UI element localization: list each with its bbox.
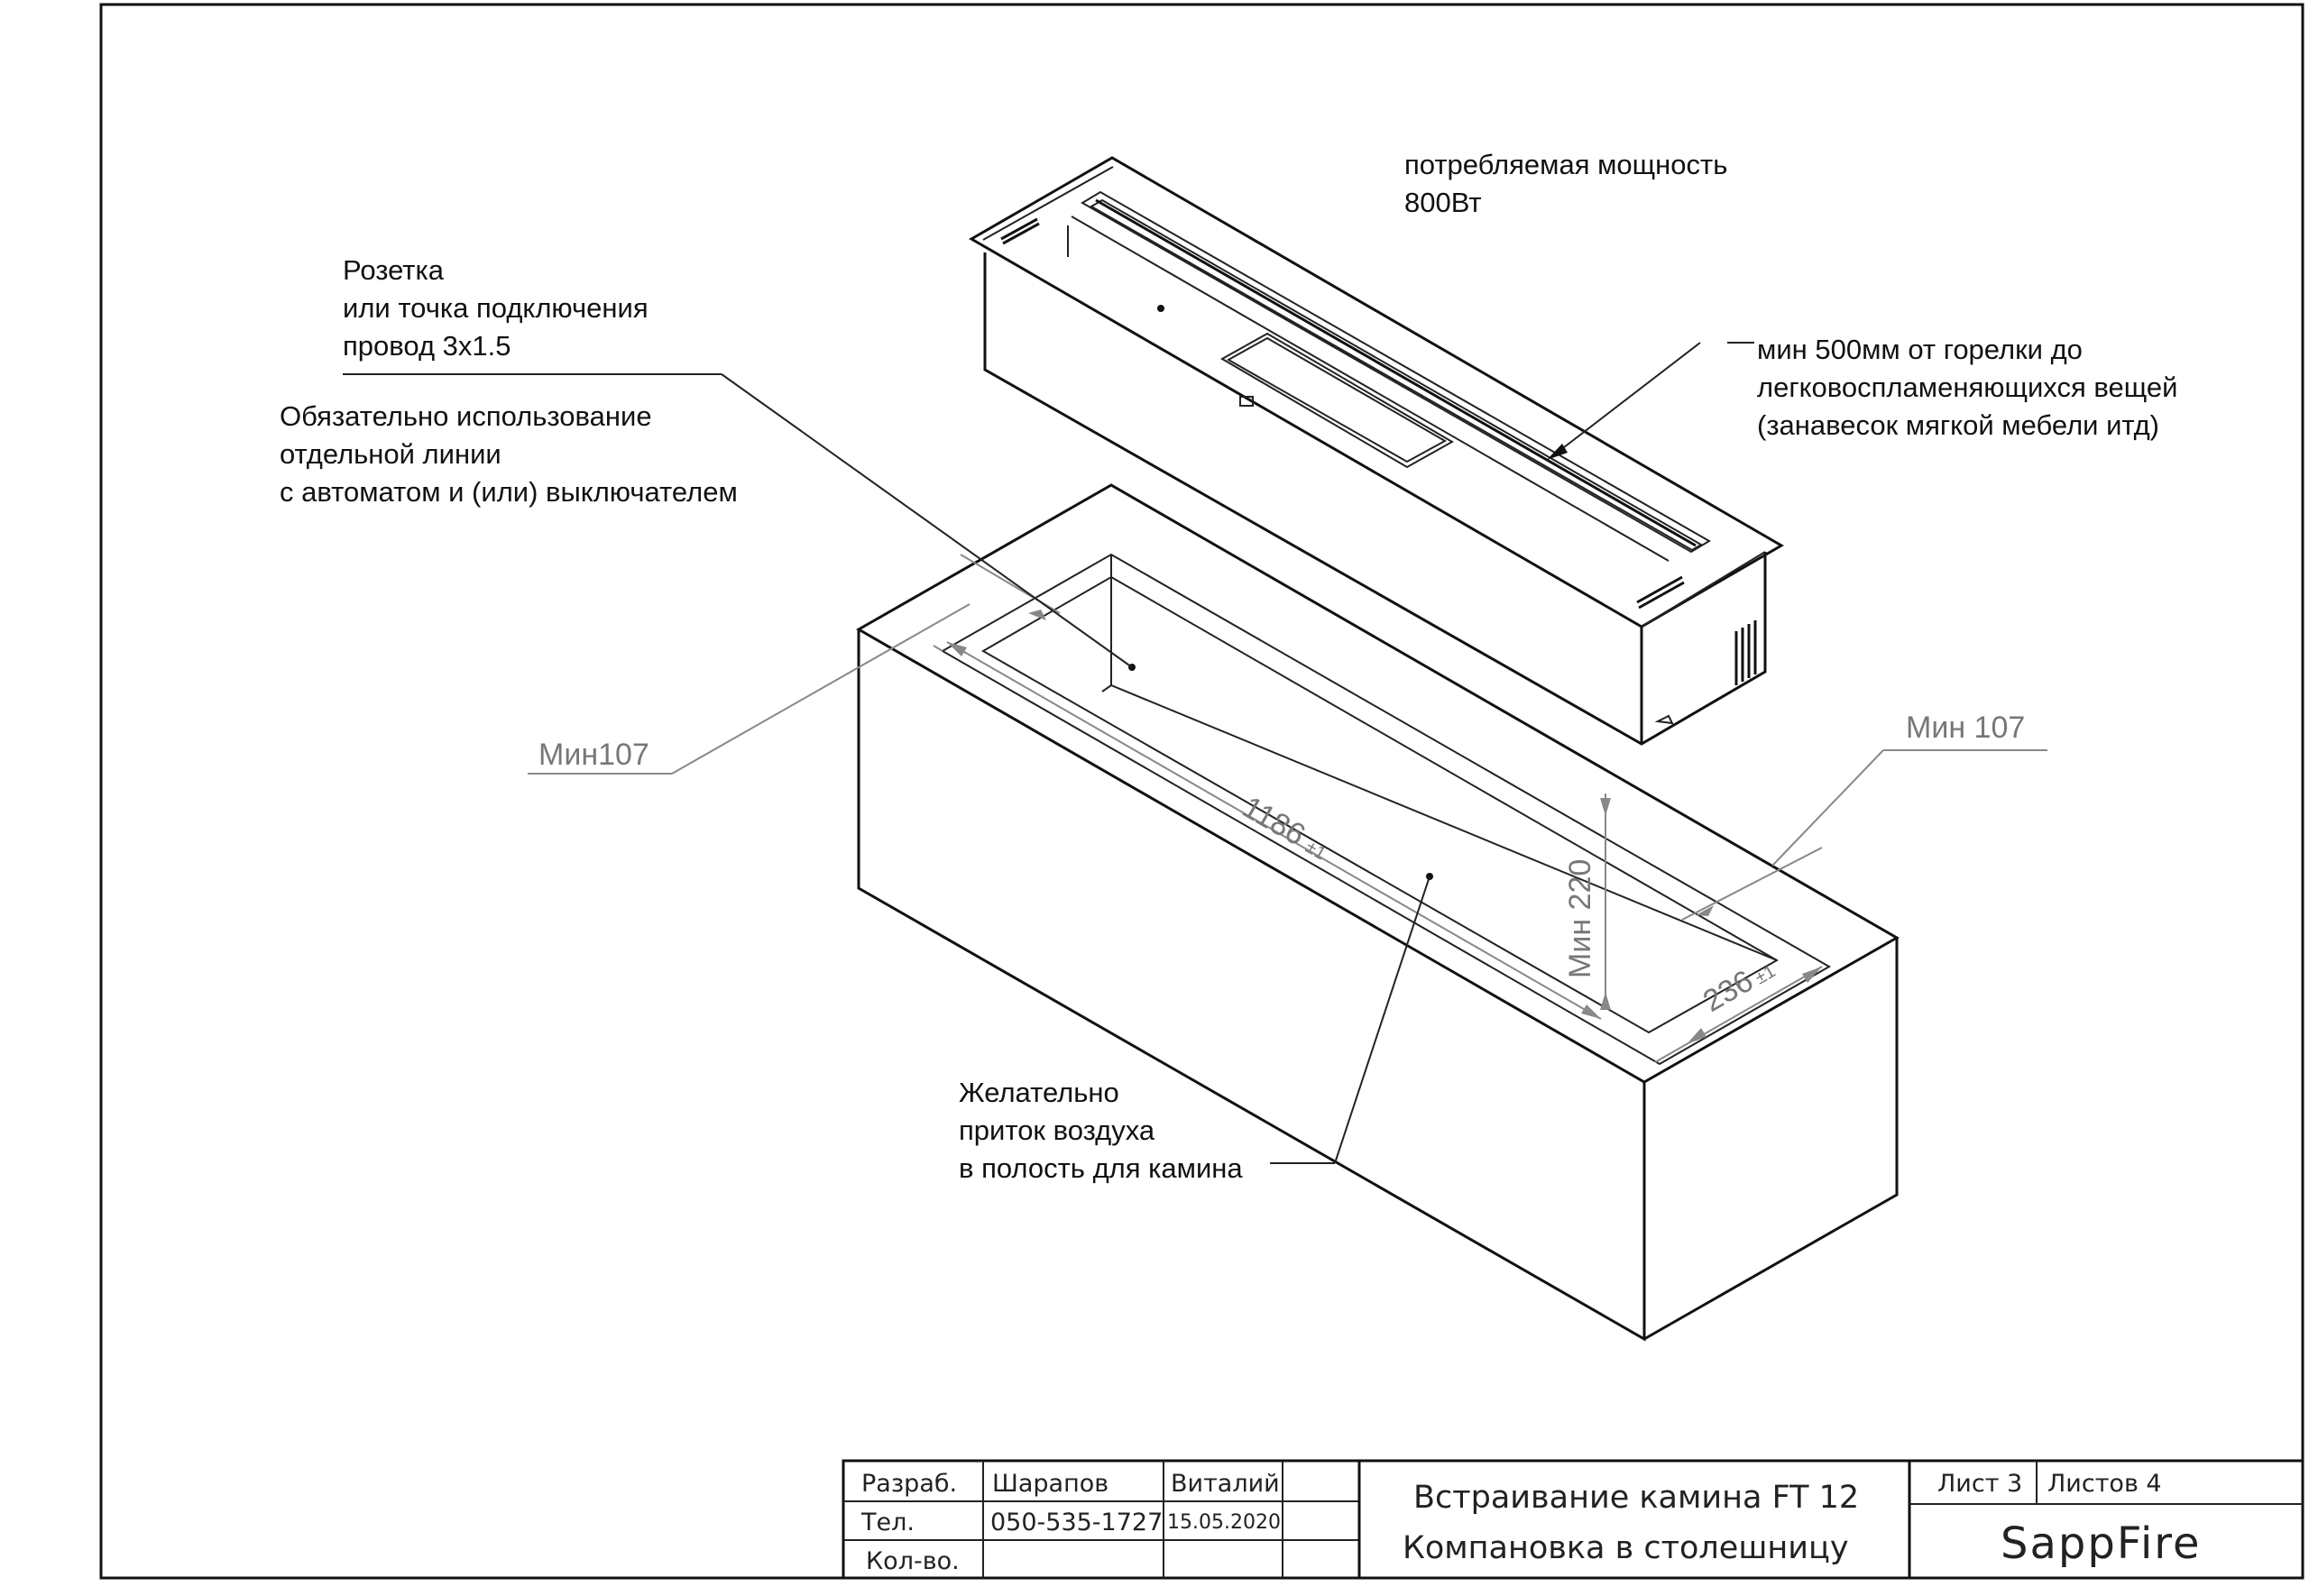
dimension-min-left: Мин107	[538, 738, 649, 772]
distance-note-line2: легковоспламеняющихся вещей	[1757, 371, 2177, 403]
fireplace-unit	[969, 156, 1784, 746]
line-note-line2: отдельной линии	[280, 438, 501, 470]
sheet-number: Лист 3	[1937, 1470, 2022, 1498]
drawing-subtitle: Компановка в столешницу	[1403, 1530, 1849, 1566]
distance-note-line1: мин 500мм от горелки до	[1757, 334, 2083, 365]
dimension-width-tolerance: ±1	[1752, 961, 1779, 988]
dimension-depth: Мин 220	[1563, 859, 1597, 978]
socket-note-line2: или точка подключения	[343, 292, 649, 324]
stamp-row3-label: Кол-во.	[866, 1547, 960, 1575]
stamp-row1-extra: Виталий	[1171, 1470, 1280, 1498]
stamp-row2-extra: 15.05.2020	[1167, 1511, 1281, 1534]
line-note-line3: с автоматом и (или) выключателем	[280, 476, 738, 508]
dimension-width: 236	[1697, 964, 1759, 1019]
power-note-line1: потребляемая мощность	[1404, 149, 1727, 180]
countertop-box	[855, 483, 1900, 1342]
air-note-line3: в полость для камина	[959, 1152, 1243, 1184]
title-block	[842, 1459, 2304, 1580]
socket-note-line1: Розетка	[343, 254, 445, 286]
sheet-count: Листов 4	[2047, 1470, 2162, 1498]
leader-lines	[343, 342, 1754, 1164]
power-note-line2: 800Вт	[1404, 187, 1482, 218]
air-note-line2: приток воздуха	[959, 1114, 1155, 1146]
socket-note-line3: провод 3х1.5	[343, 330, 511, 362]
stamp-row2-label: Тел.	[860, 1509, 915, 1536]
distance-note-line3: (занавесок мягкой мебели итд)	[1757, 409, 2159, 441]
stamp-row1-value: Шарапов	[992, 1470, 1109, 1498]
air-note-line1: Желательно	[959, 1077, 1119, 1108]
dimension-min-right: Мин 107	[1906, 711, 2025, 745]
sheet-frame	[99, 3, 2304, 1580]
stamp-row1-label: Разраб.	[861, 1470, 957, 1498]
brand-name: SappFire	[2001, 1518, 2201, 1569]
line-note-line1: Обязательно использование	[280, 400, 652, 432]
dimension-lines	[528, 554, 2047, 1063]
stamp-row2-value: 050-535-1727	[990, 1509, 1163, 1536]
drawing-title: Встраивание камина FT 12	[1413, 1480, 1859, 1516]
dimension-length: 1186	[1237, 790, 1311, 852]
